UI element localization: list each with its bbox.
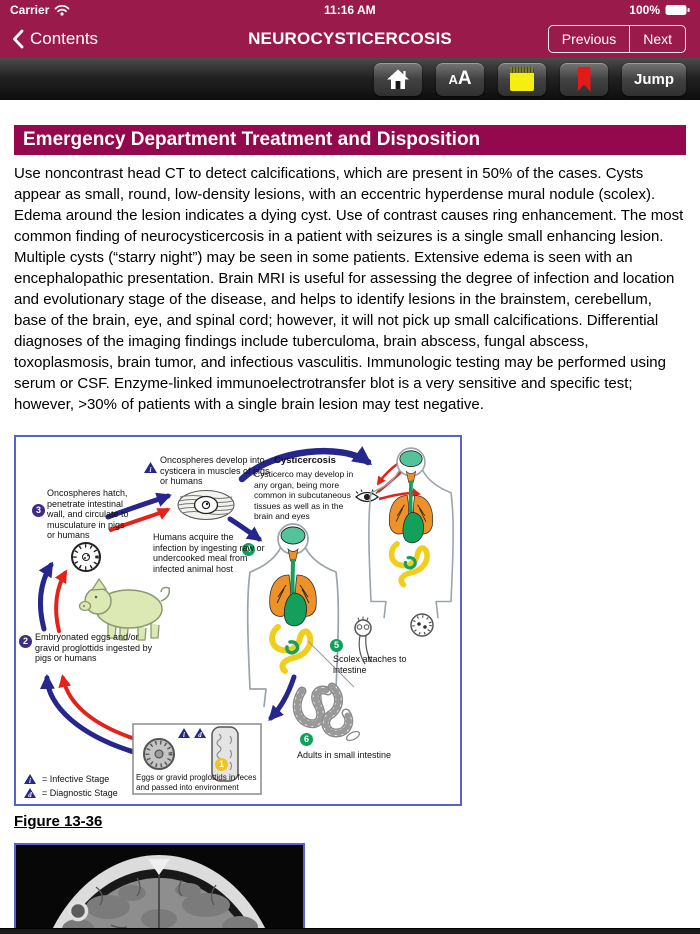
- back-button-label: Contents: [30, 29, 99, 48]
- step-5-badge: 5: [330, 639, 343, 652]
- status-bar: Carrier 11:16 AM 100%: [0, 0, 700, 20]
- figure-mri-image[interactable]: [14, 843, 305, 934]
- step-6-label: Adults in small intestine: [297, 750, 392, 760]
- bookmark-icon: [577, 66, 591, 92]
- box-diagnostic-icon: d: [194, 728, 206, 738]
- prev-next-control: Previous Next: [547, 25, 686, 53]
- legend-infective-label: = Infective Stage: [42, 774, 110, 784]
- pig-illustration: [78, 577, 171, 641]
- step-6-badge: 6: [300, 733, 313, 746]
- notepad-icon: [510, 67, 534, 91]
- scolex-illustration: [354, 616, 372, 665]
- back-chevron-icon: [13, 29, 24, 49]
- home-button[interactable]: [374, 62, 422, 96]
- clock-label: 11:16 AM: [324, 3, 376, 17]
- step-3-label: Oncospheres hatch, penetrate intestinal …: [47, 488, 129, 540]
- home-icon: [387, 69, 409, 89]
- feces-egg-illustration: [143, 738, 175, 770]
- bottom-edge-bar: [0, 928, 700, 934]
- font-size-small-label: A: [448, 71, 458, 87]
- jump-button[interactable]: Jump: [622, 62, 686, 96]
- legend-diagnostic-label: = Diagnostic Stage: [42, 788, 118, 798]
- step-1-label: Eggs or gravid proglottids in feces and …: [136, 773, 257, 792]
- step-2-label: Embryonated eggs and/or gravid proglotti…: [35, 632, 153, 663]
- wifi-icon: [55, 4, 70, 16]
- notes-button[interactable]: [498, 62, 546, 96]
- box-infective-icon: i: [178, 728, 190, 738]
- figure-lifecycle-diagram[interactable]: i Oncospheres develop into cysticera in …: [14, 435, 462, 806]
- step-4-label: Humans acquire the infection by ingestin…: [153, 532, 265, 574]
- legend-infective: i = Infective Stage: [24, 774, 109, 784]
- mri-illustration: [16, 845, 303, 932]
- legend-infective-icon: i: [24, 774, 36, 784]
- previous-button[interactable]: Previous: [549, 26, 629, 52]
- section-header: Emergency Department Treatment and Dispo…: [14, 125, 686, 155]
- infective-stage-icon: i: [144, 462, 157, 473]
- app-header: Carrier 11:16 AM 100%: [0, 0, 700, 58]
- egg-illustration: [71, 542, 101, 572]
- battery-icon: [665, 5, 690, 15]
- cycle-arrows: [37, 446, 421, 758]
- human-figure-right: [369, 448, 453, 618]
- back-button[interactable]: Contents: [12, 29, 98, 49]
- step-2-badge: 2: [19, 635, 32, 648]
- article-paragraph: Use noncontrast head CT to detect calcif…: [14, 165, 684, 413]
- small-egg-illustration: [410, 613, 434, 637]
- infective-note-label: Oncospheres develop into cysticera in mu…: [160, 455, 270, 486]
- eye-icon: [354, 489, 380, 503]
- step-5-label: Scolex attaches to intestine: [333, 654, 407, 675]
- battery-percent-label: 100%: [629, 3, 660, 17]
- carrier-label: Carrier: [10, 3, 50, 17]
- scolex-pointer-line: [307, 640, 355, 688]
- bookmark-button[interactable]: [560, 62, 608, 96]
- lifecycle-illustration: [37, 437, 460, 795]
- step-4-badge: 4: [242, 543, 255, 556]
- step-1-badge: 1: [215, 758, 228, 771]
- diagram-description: Cysticerco may develop in any organ, bei…: [254, 469, 354, 521]
- next-button[interactable]: Next: [629, 26, 685, 52]
- step-3-badge: 3: [32, 504, 45, 517]
- diagram-title: Cysticercosis: [274, 455, 336, 466]
- navigation-bar: Contents NEUROCYSTICERCOSIS Previous Nex…: [0, 20, 700, 58]
- adult-worms-illustration: [292, 682, 361, 742]
- legend-diagnostic-icon: d: [24, 788, 36, 798]
- font-size-large-label: A: [457, 68, 472, 89]
- muscle-cyst-illustration: [177, 490, 235, 520]
- figure-caption-link[interactable]: Figure 13-36: [14, 813, 103, 830]
- legend-diagnostic: d = Diagnostic Stage: [24, 788, 118, 798]
